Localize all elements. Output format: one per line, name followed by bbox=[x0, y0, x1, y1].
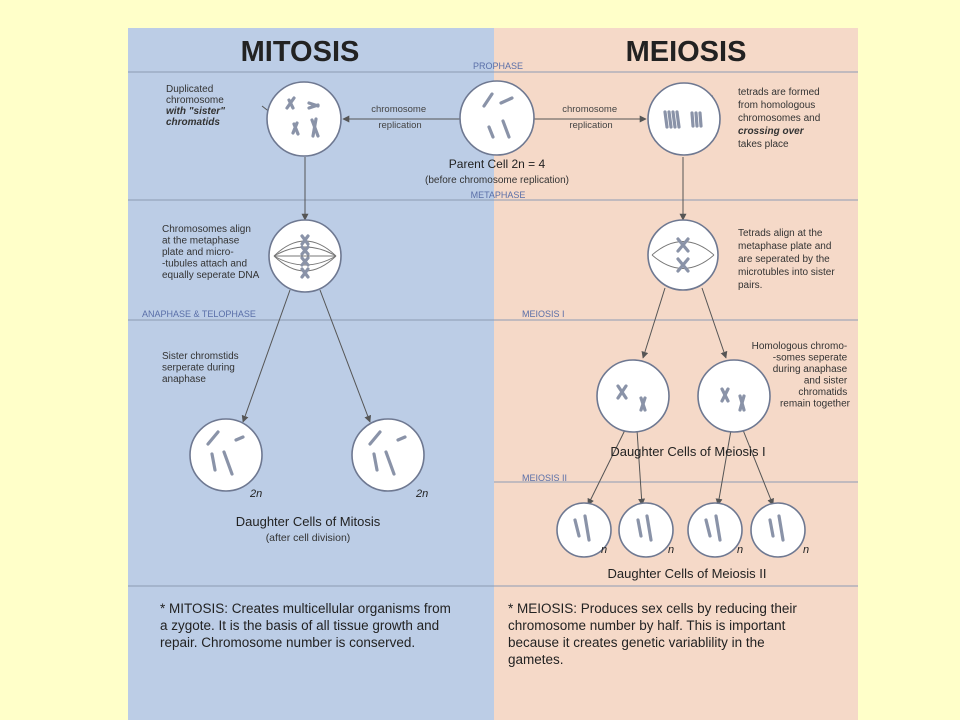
meiosis-1-daughter-cell-1 bbox=[596, 359, 670, 433]
phase-label-meiosis-1: MEIOSIS I bbox=[522, 309, 565, 319]
meiosis-ploidy-3: n bbox=[737, 544, 743, 556]
phase-dividers bbox=[128, 71, 858, 587]
mitosis-prophase-cell bbox=[266, 81, 342, 157]
meiosis-metaphase-note: Tetrads align at the metaphase plate and… bbox=[738, 228, 837, 291]
homologous-note: Homologous chromo- -somes seperate durin… bbox=[752, 341, 851, 410]
mitosis-heading: MITOSIS bbox=[241, 36, 360, 68]
mitosis-daughter-title: Daughter Cells of Mitosis bbox=[236, 514, 381, 529]
duplicated-chromosome-note: Duplicated chromosome with "sister" chro… bbox=[166, 84, 228, 128]
phase-label-meiosis-2: MEIOSIS II bbox=[522, 473, 567, 483]
meiosis-2-cell-4 bbox=[750, 502, 806, 558]
mitosis-ploidy-2: 2n bbox=[415, 488, 428, 500]
parent-cell-sublabel: (before chromosome replication) bbox=[425, 175, 569, 186]
chromosomes bbox=[206, 92, 785, 542]
mitosis-anaphase-note: Sister chromstids serperate during anaph… bbox=[162, 351, 241, 385]
phase-label-prophase: PROPHASE bbox=[473, 61, 523, 71]
meiosis-2-cell-3 bbox=[687, 502, 743, 558]
meiosis-1-daughter-title: Daughter Cells of Meiosis I bbox=[610, 444, 765, 459]
mitosis-summary: * MITOSIS: Creates multicellular organis… bbox=[160, 601, 455, 650]
meiosis-summary: * MEIOSIS: Produces sex cells by reducin… bbox=[508, 601, 801, 667]
parent-cell bbox=[459, 80, 535, 156]
meiosis-spindle bbox=[651, 241, 715, 269]
process-arrows bbox=[241, 105, 774, 506]
mitosis-ploidy-1: 2n bbox=[249, 488, 262, 500]
meiosis-ploidy-2: n bbox=[668, 544, 674, 556]
mitosis-replication-label: chromosome replication bbox=[371, 104, 429, 131]
phase-label-metaphase: METAPHASE bbox=[471, 190, 526, 200]
meiosis-metaphase-cell bbox=[647, 219, 719, 291]
meiosis-2-cell-2 bbox=[618, 502, 674, 558]
meiosis-2-cell-1 bbox=[556, 502, 612, 558]
parent-cell-label: Parent Cell 2n = 4 bbox=[449, 157, 546, 171]
mitosis-spindle bbox=[273, 240, 337, 272]
meiosis-replication-label: chromosome replication bbox=[562, 104, 620, 131]
meiosis-prophase-cell bbox=[647, 82, 721, 156]
tetrads-note: tetrads are formed from homologous chrom… bbox=[738, 87, 823, 150]
mitosis-daughter-subtitle: (after cell division) bbox=[266, 532, 351, 544]
mitosis-metaphase-note: Chromosomes align at the metaphase plate… bbox=[162, 224, 260, 281]
meiosis-ploidy-4: n bbox=[803, 544, 809, 556]
meiosis-ploidy-1: n bbox=[601, 544, 607, 556]
phase-label-anaphase-telophase: ANAPHASE & TELOPHASE bbox=[142, 309, 256, 319]
meiosis-2-daughter-title: Daughter Cells of Meiosis II bbox=[608, 566, 767, 581]
meiosis-1-daughter-cell-2 bbox=[697, 359, 771, 433]
meiosis-heading: MEIOSIS bbox=[626, 36, 747, 68]
